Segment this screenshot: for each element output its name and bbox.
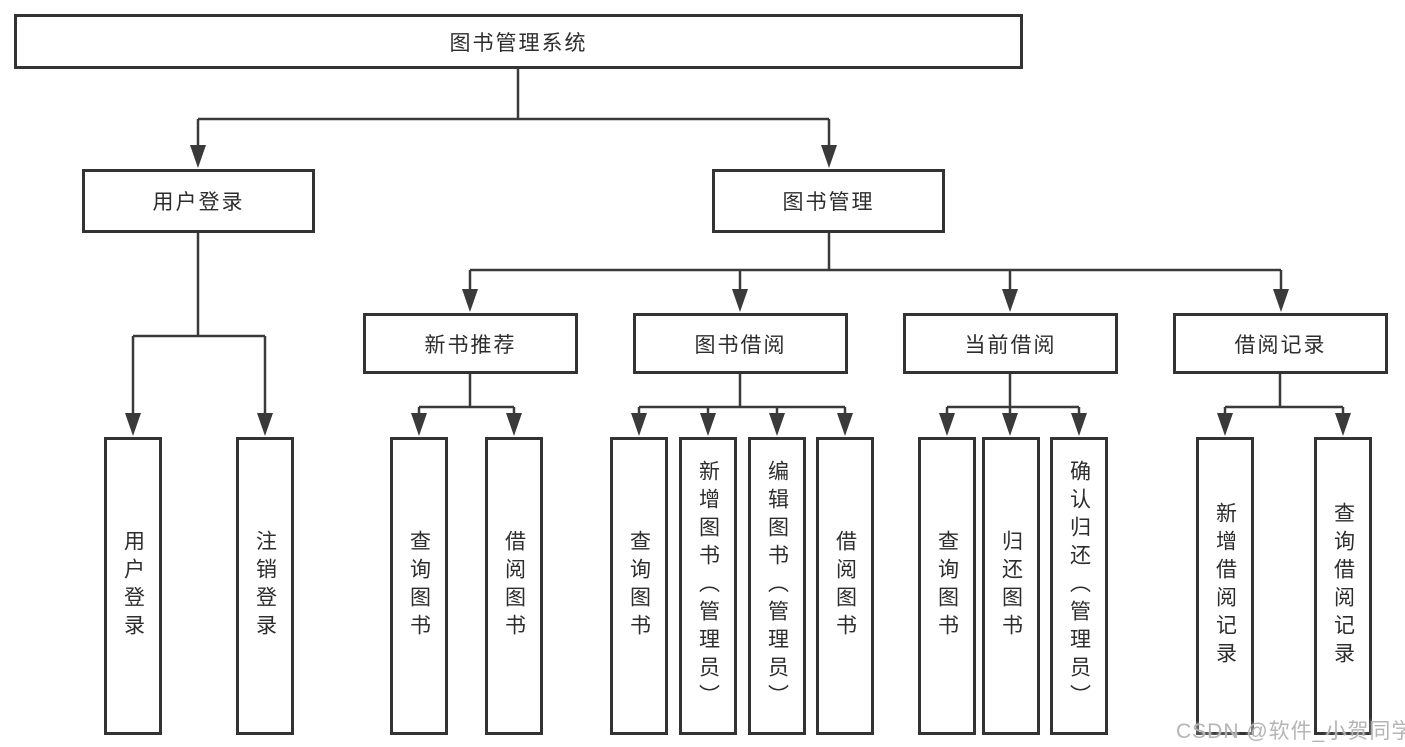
connector-root [196, 69, 831, 146]
arrow-icon [1273, 289, 1289, 312]
leaf-add-borrow-record: 新增借阅记录 [1196, 437, 1254, 735]
connector-user-login [131, 233, 267, 414]
arrow-icon [1335, 413, 1351, 436]
leaf-user-login: 用户登录 [104, 437, 162, 735]
arrowheads [125, 145, 1351, 436]
leaf-query-borrow-record: 查询借阅记录 [1314, 437, 1372, 735]
connector-book-borrow [637, 374, 847, 414]
arrow-icon [1071, 413, 1087, 436]
arrow-icon [1002, 413, 1018, 436]
arrow-icon [257, 413, 273, 436]
node-book-management: 图书管理 [712, 169, 945, 233]
arrow-icon [1217, 413, 1233, 436]
node-user-login: 用户登录 [82, 169, 315, 233]
arrow-icon [837, 413, 853, 436]
leaf-borrow-books-recommend: 借阅图书 [485, 437, 543, 735]
arrow-icon [821, 145, 837, 168]
arrow-icon [462, 289, 478, 312]
connector-book-management [468, 233, 1283, 290]
arrow-icon [939, 413, 955, 436]
leaf-query-books-current: 查询图书 [918, 437, 976, 735]
node-borrow-records: 借阅记录 [1173, 313, 1388, 374]
arrow-icon [411, 413, 427, 436]
leaf-return-books: 归还图书 [982, 437, 1040, 735]
arrow-icon [769, 413, 785, 436]
leaf-query-books-recommend: 查询图书 [390, 437, 448, 735]
leaf-edit-books-admin: 编辑图书（管理员） [748, 437, 806, 735]
connector-borrow-records [1223, 374, 1345, 414]
arrow-icon [700, 413, 716, 436]
arrow-icon [125, 413, 141, 436]
arrow-icon [1002, 289, 1018, 312]
connector-current-borrow [945, 374, 1081, 414]
csdn-watermark: CSDN @软件_小贺同学 [1176, 720, 1405, 743]
leaf-query-books-borrow: 查询图书 [610, 437, 668, 735]
arrow-icon [190, 145, 206, 168]
leaf-borrow-books: 借阅图书 [816, 437, 874, 735]
arrow-icon [506, 413, 522, 436]
leaf-add-books-admin: 新增图书（管理员） [679, 437, 737, 735]
leaf-confirm-return-admin: 确认归还（管理员） [1050, 437, 1108, 735]
node-new-book-recommend: 新书推荐 [363, 313, 578, 374]
arrow-icon [631, 413, 647, 436]
connector-new-book-recommend [417, 374, 516, 414]
node-book-borrow: 图书借阅 [633, 313, 848, 374]
node-current-borrow: 当前借阅 [903, 313, 1118, 374]
node-root: 图书管理系统 [14, 14, 1023, 69]
arrow-icon [732, 289, 748, 312]
leaf-logout: 注销登录 [236, 437, 294, 735]
